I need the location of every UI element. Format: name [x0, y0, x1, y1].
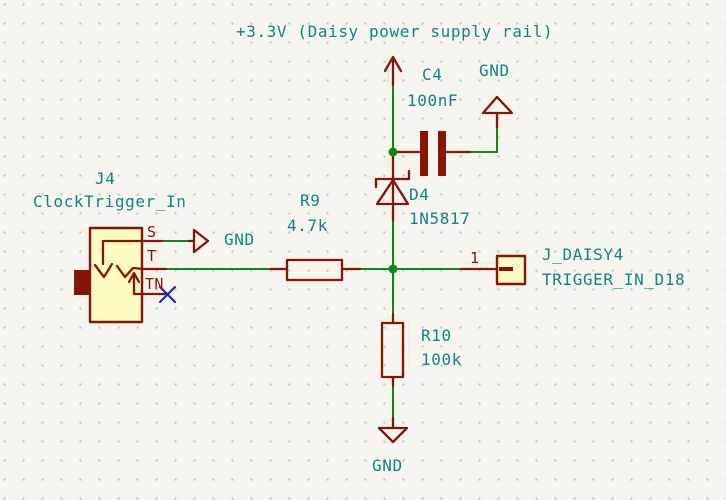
jack-j4-value[interactable]: ClockTrigger_In: [33, 192, 187, 211]
jack-j4-reference[interactable]: J4: [95, 169, 116, 188]
junction-dot[interactable]: [388, 264, 398, 274]
daisy-connector-reference[interactable]: J_DAISY4: [542, 245, 624, 264]
daisy-pin-number-label: 1: [470, 249, 480, 267]
diode-d4-reference[interactable]: D4: [409, 185, 430, 204]
resistor-r9-symbol[interactable]: [269, 258, 362, 282]
jack-pin-label-tip: T: [147, 247, 157, 265]
wire[interactable]: [469, 125, 498, 153]
resistor-r9-value[interactable]: 4.7k: [287, 216, 328, 235]
gnd-bottom-label[interactable]: GND: [372, 456, 403, 475]
capacitor-c4-value[interactable]: 100nF: [407, 91, 459, 110]
diode-d4-value[interactable]: 1N5817: [409, 209, 471, 228]
gnd-symbol-jack-icon[interactable]: [187, 228, 210, 254]
gnd-jack-label[interactable]: GND: [224, 230, 255, 249]
resistor-r10-value[interactable]: 100k: [421, 350, 462, 369]
gnd-top-label[interactable]: GND: [479, 61, 510, 80]
junction-dot[interactable]: [388, 147, 398, 157]
daisy-connector-value[interactable]: TRIGGER_IN_D18: [542, 270, 686, 289]
resistor-r9-reference[interactable]: R9: [300, 191, 321, 210]
no-connect-x-icon[interactable]: [158, 285, 177, 304]
gnd-symbol-top-icon[interactable]: [481, 95, 514, 129]
power-rail-label[interactable]: +3.3V (Daisy power supply rail): [236, 22, 554, 41]
daisy-connector-symbol[interactable]: [459, 254, 527, 286]
jack-j4-symbol[interactable]: [74, 226, 169, 324]
power-flag-3v3-icon[interactable]: [383, 55, 403, 87]
gnd-symbol-bottom-icon[interactable]: [377, 416, 409, 444]
capacitor-c4-symbol[interactable]: [395, 131, 472, 176]
resistor-r10-symbol[interactable]: [380, 312, 405, 388]
diode-d4-symbol[interactable]: [374, 153, 411, 222]
capacitor-c4-reference[interactable]: C4: [422, 65, 443, 84]
resistor-r10-reference[interactable]: R10: [421, 326, 452, 345]
jack-pin-label-sleeve: S: [147, 223, 157, 241]
jack-pin-label-tip-normal: TN: [145, 275, 164, 293]
